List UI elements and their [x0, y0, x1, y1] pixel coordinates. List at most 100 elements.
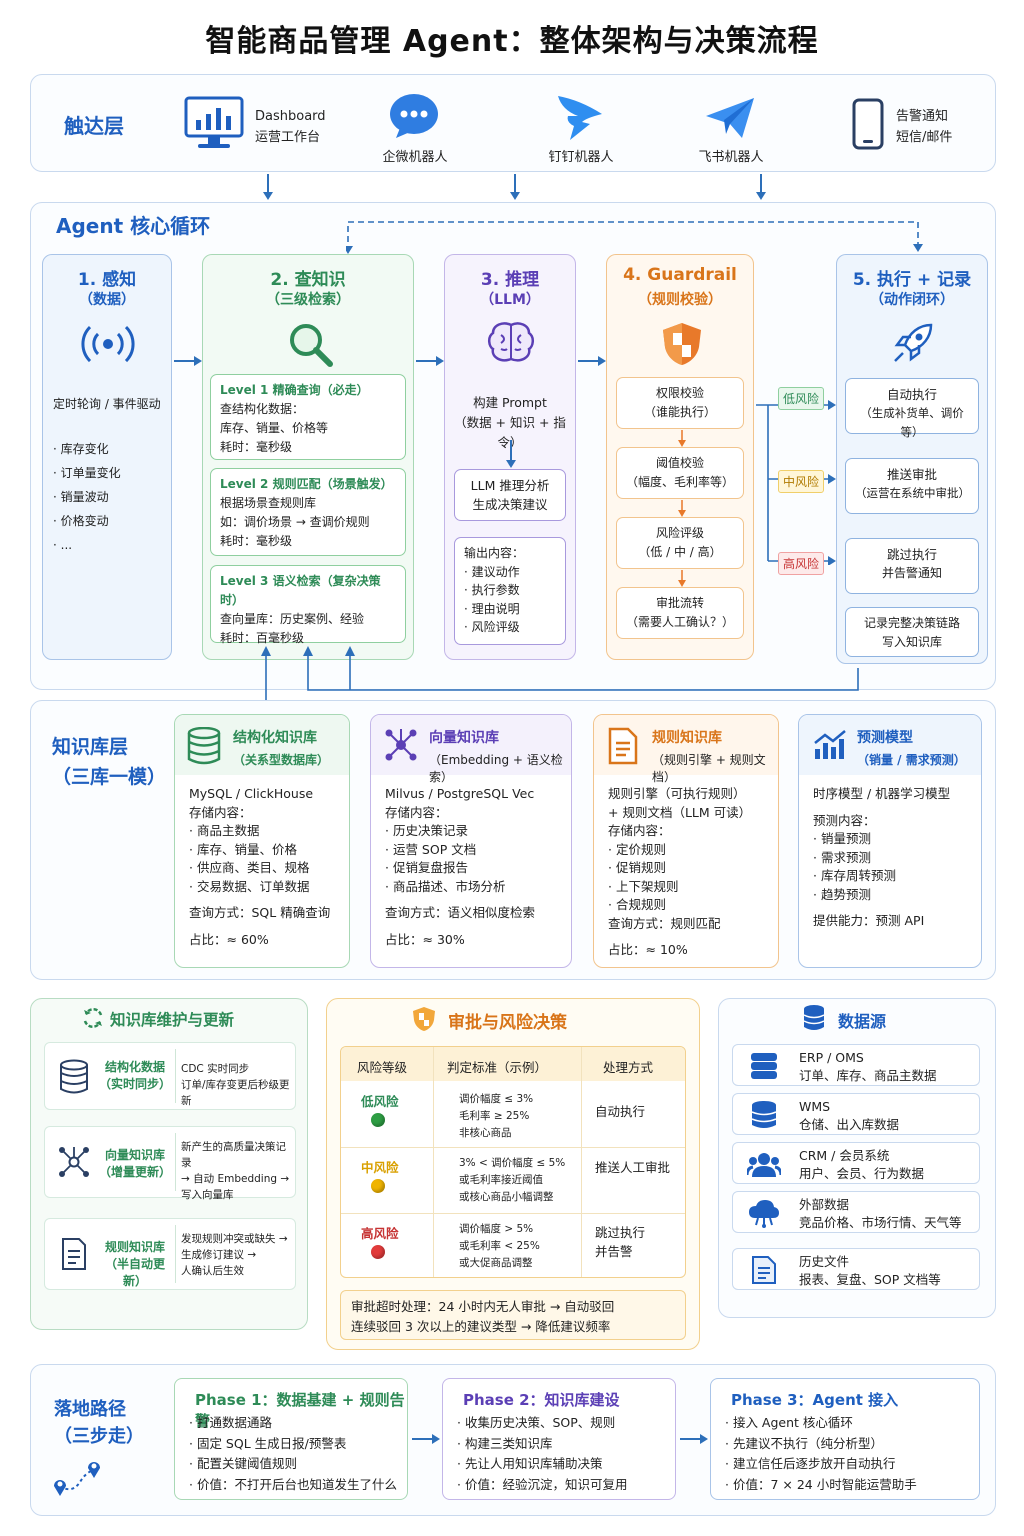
database-icon	[187, 726, 221, 769]
risk-table-header-level: 风险等级	[357, 1060, 408, 1075]
phase-2-title: Phase 2：知识库建设	[463, 1391, 620, 1409]
high-risk-tag: 高风险	[778, 552, 825, 575]
phase-line: · 构建三类知识库	[457, 1435, 553, 1451]
llm-output-item: · 理由说明	[464, 601, 520, 616]
reach-wecom-bot[interactable]: 企微机器人	[382, 150, 448, 165]
phase-1-title: Phase 1：数据基建 + 规则告警	[195, 1391, 405, 1430]
llm-output-item: · 风险评级	[464, 620, 520, 634]
auto-execute-title: 自动执行	[886, 387, 937, 402]
phase-2-body: · 收集历史决策、SOP、规则· 构建三类知识库· 先让人用知识库辅助决策· 价…	[457, 1413, 627, 1495]
rule-kb-title: 规则知识库	[652, 730, 722, 746]
kb-line	[385, 923, 535, 931]
ds-desc: 用户、会员、行为数据	[799, 1166, 925, 1181]
perception-trigger: 定时轮询 / 事件驱动	[53, 397, 161, 411]
maint-desc-line: CDC 实时同步	[181, 1063, 250, 1075]
approval-note-reject: 连续驳回 3 次以上的建议类型 → 降低建议频率	[351, 1319, 611, 1334]
trend-chart-icon	[813, 729, 849, 765]
level-2-box: Level 2 规则匹配（场景触发） 根据场景查规则库 如：调价场景 → 查调价…	[210, 468, 406, 556]
approval-note-timeout: 审批超时处理：24 小时内无人审批 → 自动驳回	[351, 1299, 615, 1314]
kb-line: 查询方式：语义相似度检索	[385, 905, 536, 920]
kb-line: · 定价规则	[608, 841, 666, 857]
ds-name: CRM / 会员系统	[799, 1148, 890, 1163]
green-status-dot	[371, 1113, 385, 1127]
maintenance-title: 知识库维护与更新	[110, 1011, 235, 1029]
prompt-build-sub: （数据 + 知识 + 指令）	[454, 415, 566, 450]
wecom-bot-icon	[388, 92, 440, 144]
permission-check-box: 权限校验（谁能执行）	[616, 377, 744, 429]
level-2-line: 如：调价场景 → 查调价规则	[220, 515, 370, 529]
kb-line: 存储内容：	[189, 804, 252, 820]
maint-vector-name: 向量知识库	[104, 1148, 165, 1162]
llm-output-box: 输出内容： · 建议动作 · 执行参数 · 理由说明 · 风险评级	[454, 537, 566, 645]
cloud-icon	[747, 1198, 781, 1232]
reach-feishu-bot[interactable]: 飞书机器人	[698, 150, 764, 165]
execute-title: 5. 执行 + 记录	[852, 270, 972, 290]
perception-item: · 库存变化	[53, 442, 109, 456]
reach-alert[interactable]: 告警通知短信/邮件	[896, 106, 952, 148]
kb-line: + 规则文档（LLM 可读）	[608, 804, 752, 820]
ds-desc: 仓储、出入库数据	[799, 1117, 900, 1132]
reach-alert-title: 告警通知	[896, 109, 949, 124]
document-icon	[61, 1237, 87, 1275]
criteria-line: 毛利率 ≥ 25%	[459, 1110, 530, 1122]
network-icon	[383, 727, 419, 767]
kb-line: 占比：≈ 60%	[189, 931, 269, 947]
roadmap-label: 落地路径 （三步走）	[54, 1396, 144, 1450]
rule-kb-body: 规则引擎（可执行规则）+ 规则文档（LLM 可读）存储内容：· 定价规则· 促销…	[608, 785, 751, 960]
perception-item: · 订单量变化	[53, 466, 121, 480]
guardrail-title: 4. Guardrail	[623, 265, 737, 285]
kb-line	[813, 804, 950, 812]
maint-vector-mode: （增量更新）	[99, 1165, 172, 1179]
kb-line: 占比：≈ 30%	[385, 931, 465, 947]
push-approval-title: 推送审批	[886, 467, 937, 482]
maint-rule-desc: 发现规则冲突或缺失 →生成修订建议 →人确认后生效	[181, 1231, 288, 1279]
phase-line: · 先让人用知识库辅助决策	[457, 1456, 603, 1471]
kb-line	[189, 896, 330, 904]
reach-dingtalk-bot[interactable]: 钉钉机器人	[548, 150, 614, 165]
data-source-title: 数据源	[838, 1012, 887, 1031]
maint-rule-label: 规则知识库（半自动更新）	[99, 1239, 171, 1290]
phase-line: · 打通数据通路	[189, 1415, 272, 1430]
rule-kb-card: 规则知识库 （规则引擎 + 规则文档） 规则引擎（可执行规则）+ 规则文档（LL…	[593, 714, 779, 968]
ds-desc: 报表、复盘、SOP 文档等	[799, 1272, 941, 1287]
maint-desc-line: → 自动 Embedding →	[181, 1173, 290, 1185]
maint-desc-line: 人确认后生效	[181, 1265, 244, 1277]
ds-desc: 订单、库存、商品主数据	[799, 1068, 937, 1083]
ds-name: WMS	[799, 1099, 831, 1114]
record-chain-sub: 写入知识库	[881, 635, 942, 649]
arrow-3-4	[578, 356, 606, 366]
risk-table-header-action: 处理方式	[603, 1060, 654, 1075]
ds-external-text: 外部数据竞品价格、市场行情、天气等	[799, 1196, 962, 1232]
kb-line: · 促销复盘报告	[385, 860, 468, 875]
ds-name: 历史文件	[799, 1254, 850, 1269]
risk-rating-box: 风险评级（低 / 中 / 高）	[616, 517, 744, 569]
skip-execute-title: 跳过执行	[886, 547, 937, 562]
kb-line: · 需求预测	[813, 849, 871, 865]
structured-kb-subtitle: （关系型数据库）	[233, 753, 330, 767]
kb-line: · 商品主数据	[189, 823, 260, 838]
llm-analysis-sub: 生成决策建议	[472, 497, 548, 512]
approval-flow-title: 审批流转	[655, 596, 704, 610]
risk-rating-title: 风险评级	[655, 526, 704, 540]
kb-line: · 库存周转预测	[813, 868, 896, 883]
skip-execute-box: 跳过执行并告警通知	[845, 538, 979, 594]
level-1-box: Level 1 精确查询（必走） 查结构化数据： 库存、销量、价格等 耗时：毫秒…	[210, 374, 406, 460]
vector-kb-subtitle: （Embedding + 语义检索）	[429, 753, 563, 784]
kb-line: 占比：≈ 10%	[608, 942, 688, 957]
execute-subtitle: （动作闭环）	[870, 292, 954, 308]
server-stack-icon	[749, 1051, 779, 1085]
auto-execute-sub: （生成补货单、调价等）	[860, 406, 964, 439]
reach-arrow-2	[510, 174, 520, 200]
page-title: 智能商品管理 Agent：整体架构与决策流程	[205, 24, 819, 59]
criteria-line: 或大促商品调整	[459, 1257, 533, 1269]
phase-1-card: Phase 1：数据基建 + 规则告警 · 打通数据通路· 固定 SQL 生成日…	[174, 1378, 408, 1500]
phase-arrow-2	[680, 1434, 708, 1444]
phase-3-card: Phase 3：Agent 接入 · 接入 Agent 核心循环· 先建议不执行…	[710, 1378, 980, 1500]
permission-check-title: 权限校验	[655, 386, 704, 400]
file-icon	[751, 1255, 777, 1289]
ds-name: 外部数据	[799, 1197, 850, 1212]
llm-output-title: 输出内容：	[464, 546, 525, 560]
reach-arrow-1	[263, 174, 273, 200]
risk-row-high-action: 跳过执行并告警	[595, 1223, 645, 1261]
